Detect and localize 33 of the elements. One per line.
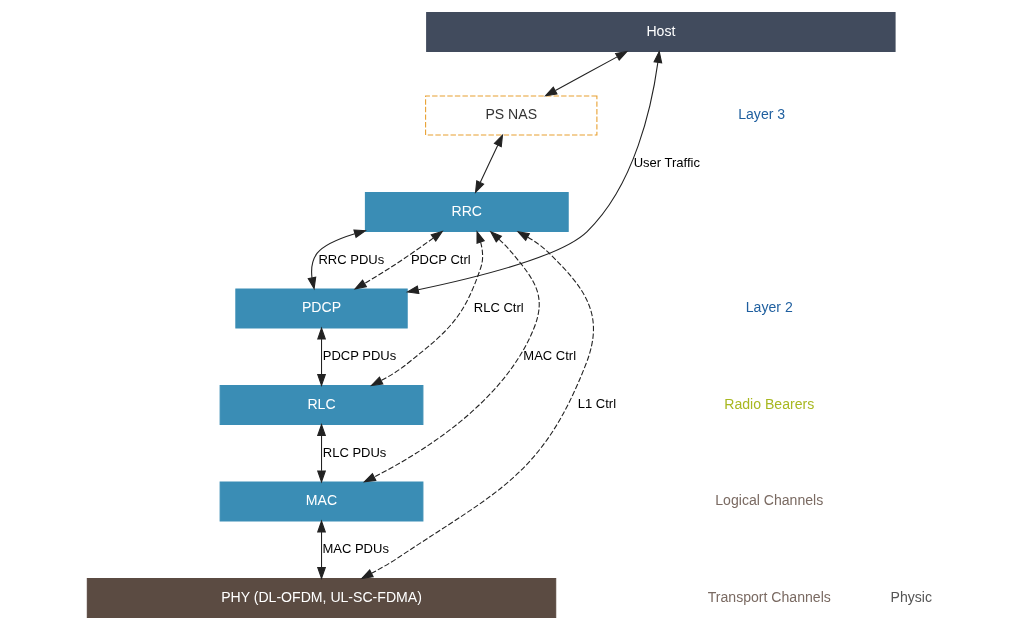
edge-label: RLC Ctrl: [473, 299, 524, 315]
arrow: [369, 230, 485, 387]
node-box: PDCP: [234, 288, 408, 329]
node-box: PS NAS: [424, 95, 597, 136]
label: Physic: [890, 588, 932, 605]
label: Transport Channels: [707, 588, 831, 605]
arrow: [359, 230, 594, 580]
arrow: [362, 230, 540, 483]
label: Layer 3: [737, 106, 785, 123]
arrow: [316, 423, 326, 484]
edge-label: RRC PDUs: [317, 251, 384, 267]
arrow: [316, 326, 326, 387]
edge-label: RLC PDUs: [322, 444, 386, 460]
edge-label: PDCP PDUs: [322, 348, 396, 364]
arrow: [306, 229, 367, 291]
node-box: Host: [425, 12, 896, 53]
label: Logical Channels: [714, 492, 823, 509]
node-box: MAC: [219, 481, 423, 522]
arrow: [316, 519, 326, 580]
edge-label: PDCP Ctrl: [410, 251, 471, 267]
label: Radio Bearers: [723, 395, 814, 412]
arrow: [474, 133, 503, 194]
edge-label: L1 Ctrl: [577, 396, 616, 412]
arrow: [353, 230, 444, 290]
node-box: RLC: [219, 384, 423, 426]
arrow: [405, 49, 662, 295]
node-box: RRC: [364, 191, 569, 233]
edge-label: User Traffic: [633, 155, 700, 171]
node-box: PHY (DL-OFDM, UL-SC-FDMA): [86, 577, 556, 618]
label: Layer 2: [745, 299, 793, 316]
arrow: [543, 50, 628, 97]
edge-label: MAC PDUs: [321, 541, 389, 557]
edge-label: MAC Ctrl: [522, 348, 576, 364]
